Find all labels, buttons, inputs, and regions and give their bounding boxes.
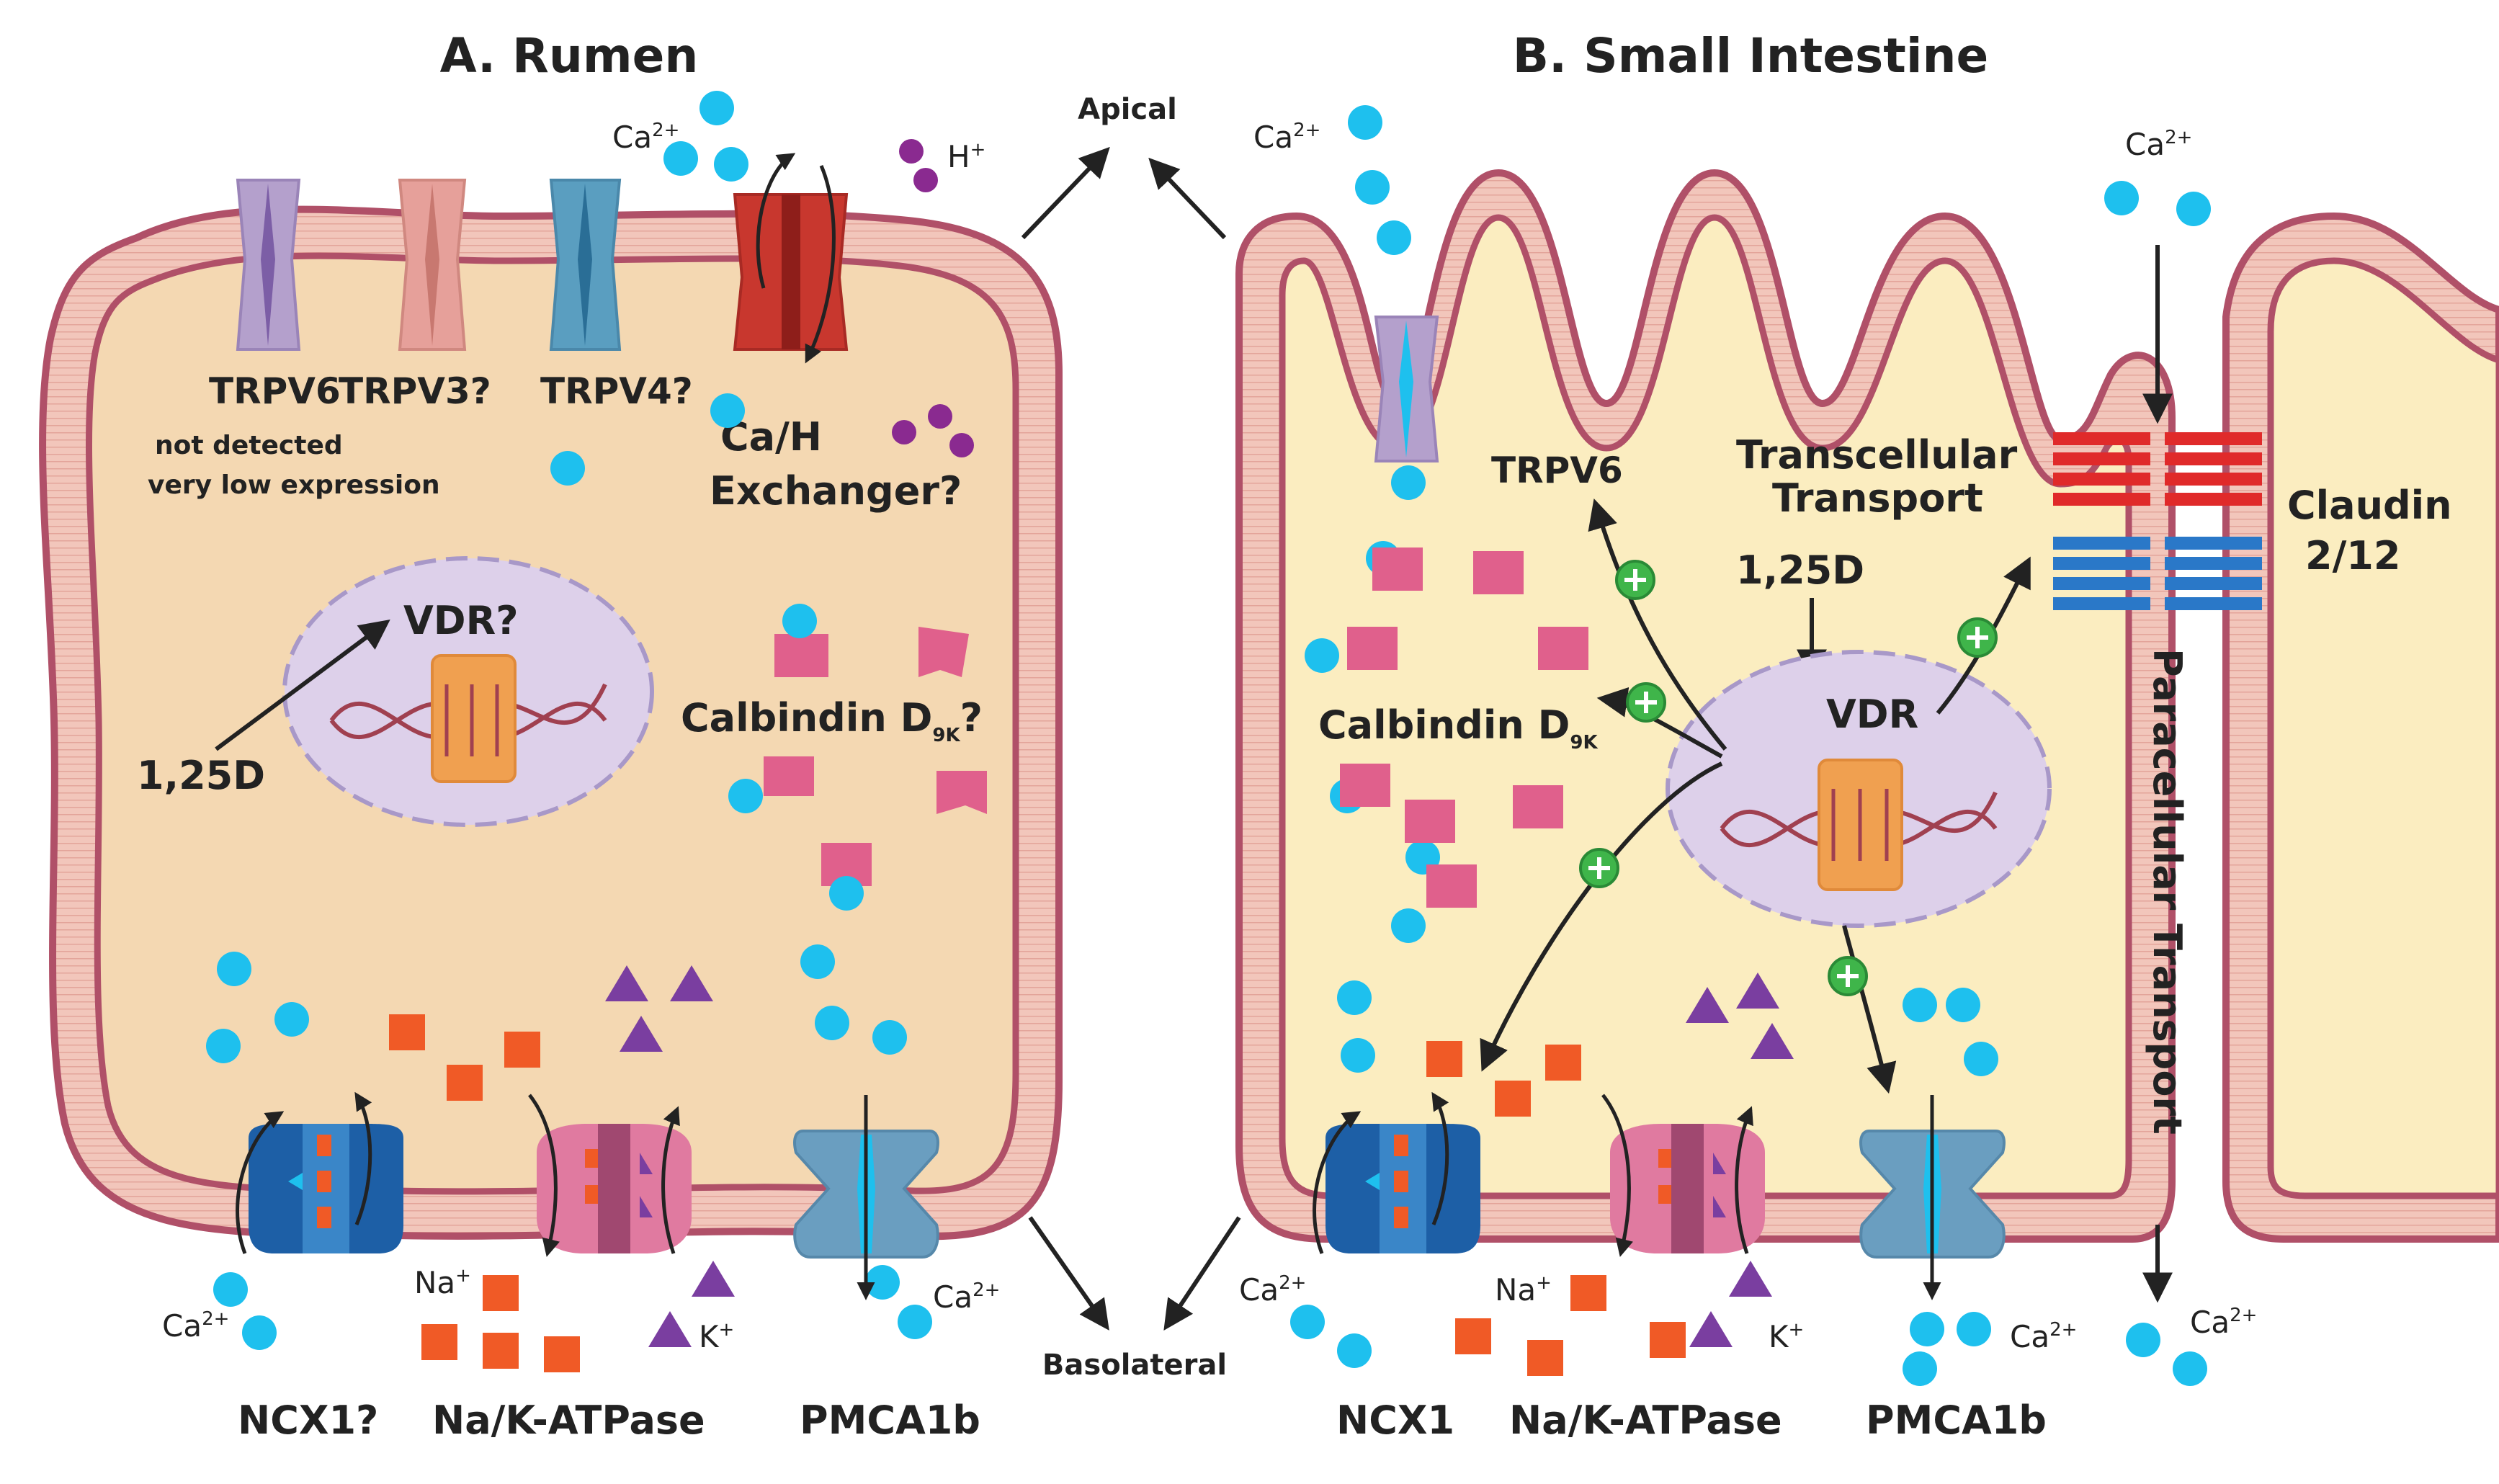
intestine-nak-label: Na/K-ATPase (1509, 1398, 1782, 1443)
basolateral-arrow-left (1028, 1216, 1109, 1331)
rumen-trpv4-label: TRPV4? (540, 370, 693, 412)
rumen-ca-baso-right-label: Ca2+ (933, 1279, 1000, 1315)
apical-arrow-right (1148, 157, 1227, 240)
rumen-ca-baso-left-label: Ca2+ (162, 1308, 229, 1344)
rumen-trpv6-label: TRPV6 (209, 370, 341, 412)
rumen-title: A. Rumen (440, 28, 699, 84)
rumen-k-label: K+ (699, 1319, 734, 1354)
calcium-ion-icon (550, 91, 748, 486)
trpv6-channel-icon (236, 179, 301, 351)
sodium-ion-icon (389, 1014, 580, 1372)
intestine-ncx1-icon (1313, 1091, 1480, 1254)
intestine-ncx1-label: NCX1 (1336, 1398, 1454, 1443)
intestine-pmca-label: PMCA1b (1866, 1398, 2047, 1443)
intestine-ca-baso-right-label: Ca2+ (2010, 1319, 2077, 1354)
ca-h-exchanger-icon (733, 153, 849, 364)
claudin-line2: 2/12 (2305, 533, 2400, 578)
paracellular-label: Paracellular Transport (2145, 648, 2190, 1135)
rumen-ca-apical-label: Ca2+ (612, 120, 679, 155)
potassium-ion-icon (605, 965, 735, 1347)
rumen-hormone-arrow (215, 619, 390, 751)
calbindin-icon (1340, 547, 1588, 908)
transcellular-line2: Transport (1772, 475, 1983, 521)
rumen-pmca-label: PMCA1b (800, 1398, 980, 1443)
intestine-pmca-icon (1859, 1095, 2006, 1300)
plus-induction-icon (1579, 560, 1998, 996)
rumen-h-label: H+ (947, 139, 985, 174)
potassium-ion-icon (1686, 973, 1794, 1347)
trpv4-channel-icon (549, 179, 622, 351)
intestine-trpv6-channel-icon (1374, 316, 1439, 462)
rumen-pmca-icon (793, 1095, 939, 1300)
intestine-nucleus (1666, 650, 2052, 928)
transcellular-line1: Transcellular (1736, 432, 2018, 478)
rumen-na-label: Na+ (414, 1265, 471, 1300)
rumen-exchanger-line2: Exchanger? (710, 468, 962, 514)
rumen-vdr-label: VDR? (403, 598, 519, 643)
proton-icon (892, 139, 974, 457)
rumen-nak-label: Na/K-ATPase (432, 1398, 705, 1443)
intestine-k-label: K+ (1769, 1319, 1804, 1354)
rumen-note-line1: not detected (155, 431, 343, 460)
sodium-ion-icon (1426, 1041, 1686, 1376)
calcium-ion-icon (2126, 1323, 2207, 1386)
dna-icon (329, 654, 607, 783)
rumen-note-line2: very low expression (148, 470, 440, 500)
apical-arrow-left (1021, 146, 1110, 240)
intestine-hormone-label: 1,25D (1736, 547, 1864, 593)
basolateral-arrow-right (1163, 1216, 1241, 1331)
claudin-2-icon (2053, 432, 2262, 506)
calbindin-icon (764, 627, 987, 886)
rumen-trpv3-label: TRPV3? (339, 370, 491, 412)
rumen-hormone-label: 1,25D (137, 753, 265, 798)
apical-label: Apical (1078, 93, 1177, 126)
intestine-ca-junction-label: Ca2+ (2125, 127, 2192, 162)
intestine-trpv6-label: TRPV6 (1491, 450, 1623, 491)
dna-icon (1720, 759, 1998, 891)
rumen-ncx1-icon (236, 1091, 403, 1254)
rumen-atpase-icon (528, 1094, 692, 1257)
intestine-title: B. Small Intestine (1513, 28, 1988, 84)
claudin-12-icon (2053, 537, 2262, 610)
calcium-ion-icon (1290, 988, 1998, 1386)
rumen-ncx1-label: NCX1? (238, 1398, 378, 1443)
intestine-na-label: Na+ (1495, 1272, 1552, 1308)
neighbor-membrane-inner (2267, 257, 2499, 1199)
intestine-calbindin-label: Calbindin D9K (1318, 702, 1599, 754)
claudin-line1: Claudin (2287, 483, 2452, 528)
basolateral-label: Basolateral (1042, 1349, 1227, 1382)
intestine-vdr-label: VDR (1826, 692, 1918, 737)
intestine-atpase-icon (1601, 1094, 1765, 1257)
intestine-ca-apical-label: Ca2+ (1253, 120, 1320, 155)
rumen-calbindin-label: Calbindin D9K? (681, 695, 983, 746)
calcium-ion-icon (728, 604, 864, 911)
intestine-ca-baso-left-label: Ca2+ (1239, 1272, 1306, 1308)
trpv3-channel-icon (398, 179, 467, 351)
intestine-ca-paracellular-label: Ca2+ (2190, 1305, 2257, 1340)
neighbor-cell (2222, 212, 2499, 1243)
calcium-ion-icon (206, 944, 932, 1350)
